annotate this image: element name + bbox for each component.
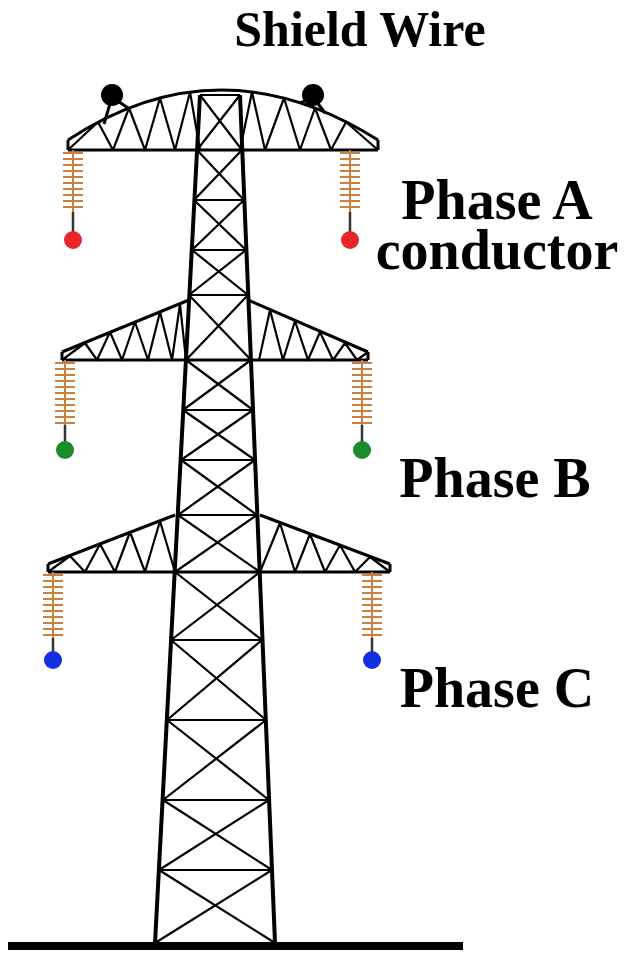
shield-wires: [101, 84, 324, 106]
middle-crossarm: [62, 300, 368, 360]
insulators: [53, 150, 372, 652]
phase-c-dot: [44, 651, 62, 669]
conductors: [44, 231, 381, 669]
lower-crossarm: [48, 515, 390, 572]
tower-lattice: [48, 90, 390, 943]
shield-wire-dot: [101, 84, 123, 106]
phase-b-dot: [56, 441, 74, 459]
phase-c-dot: [363, 651, 381, 669]
insulator-discs: [53, 152, 372, 638]
insulator-core: [53, 150, 372, 638]
tower-label: Phase A conductor: [366, 175, 628, 275]
tower-braces: [155, 95, 275, 943]
tower-legs: [155, 95, 275, 943]
shield-wire-dot: [302, 84, 324, 106]
middle-crossarm-web: [62, 304, 368, 360]
tower-label: Phase C: [366, 663, 628, 713]
phase-a-dot: [64, 231, 82, 249]
ground-line: [8, 942, 463, 950]
tower-struts: [159, 95, 272, 870]
lower-crossarm-web: [48, 521, 390, 572]
phase-a-dot: [341, 231, 359, 249]
tower-label: Shield Wire: [200, 4, 520, 54]
shield-wire-peaks: [104, 97, 325, 124]
tower-label: Phase B: [364, 453, 626, 503]
insulator-strings: [53, 150, 372, 638]
phase-b-dot: [353, 441, 371, 459]
conductor-clamps: [53, 212, 372, 652]
